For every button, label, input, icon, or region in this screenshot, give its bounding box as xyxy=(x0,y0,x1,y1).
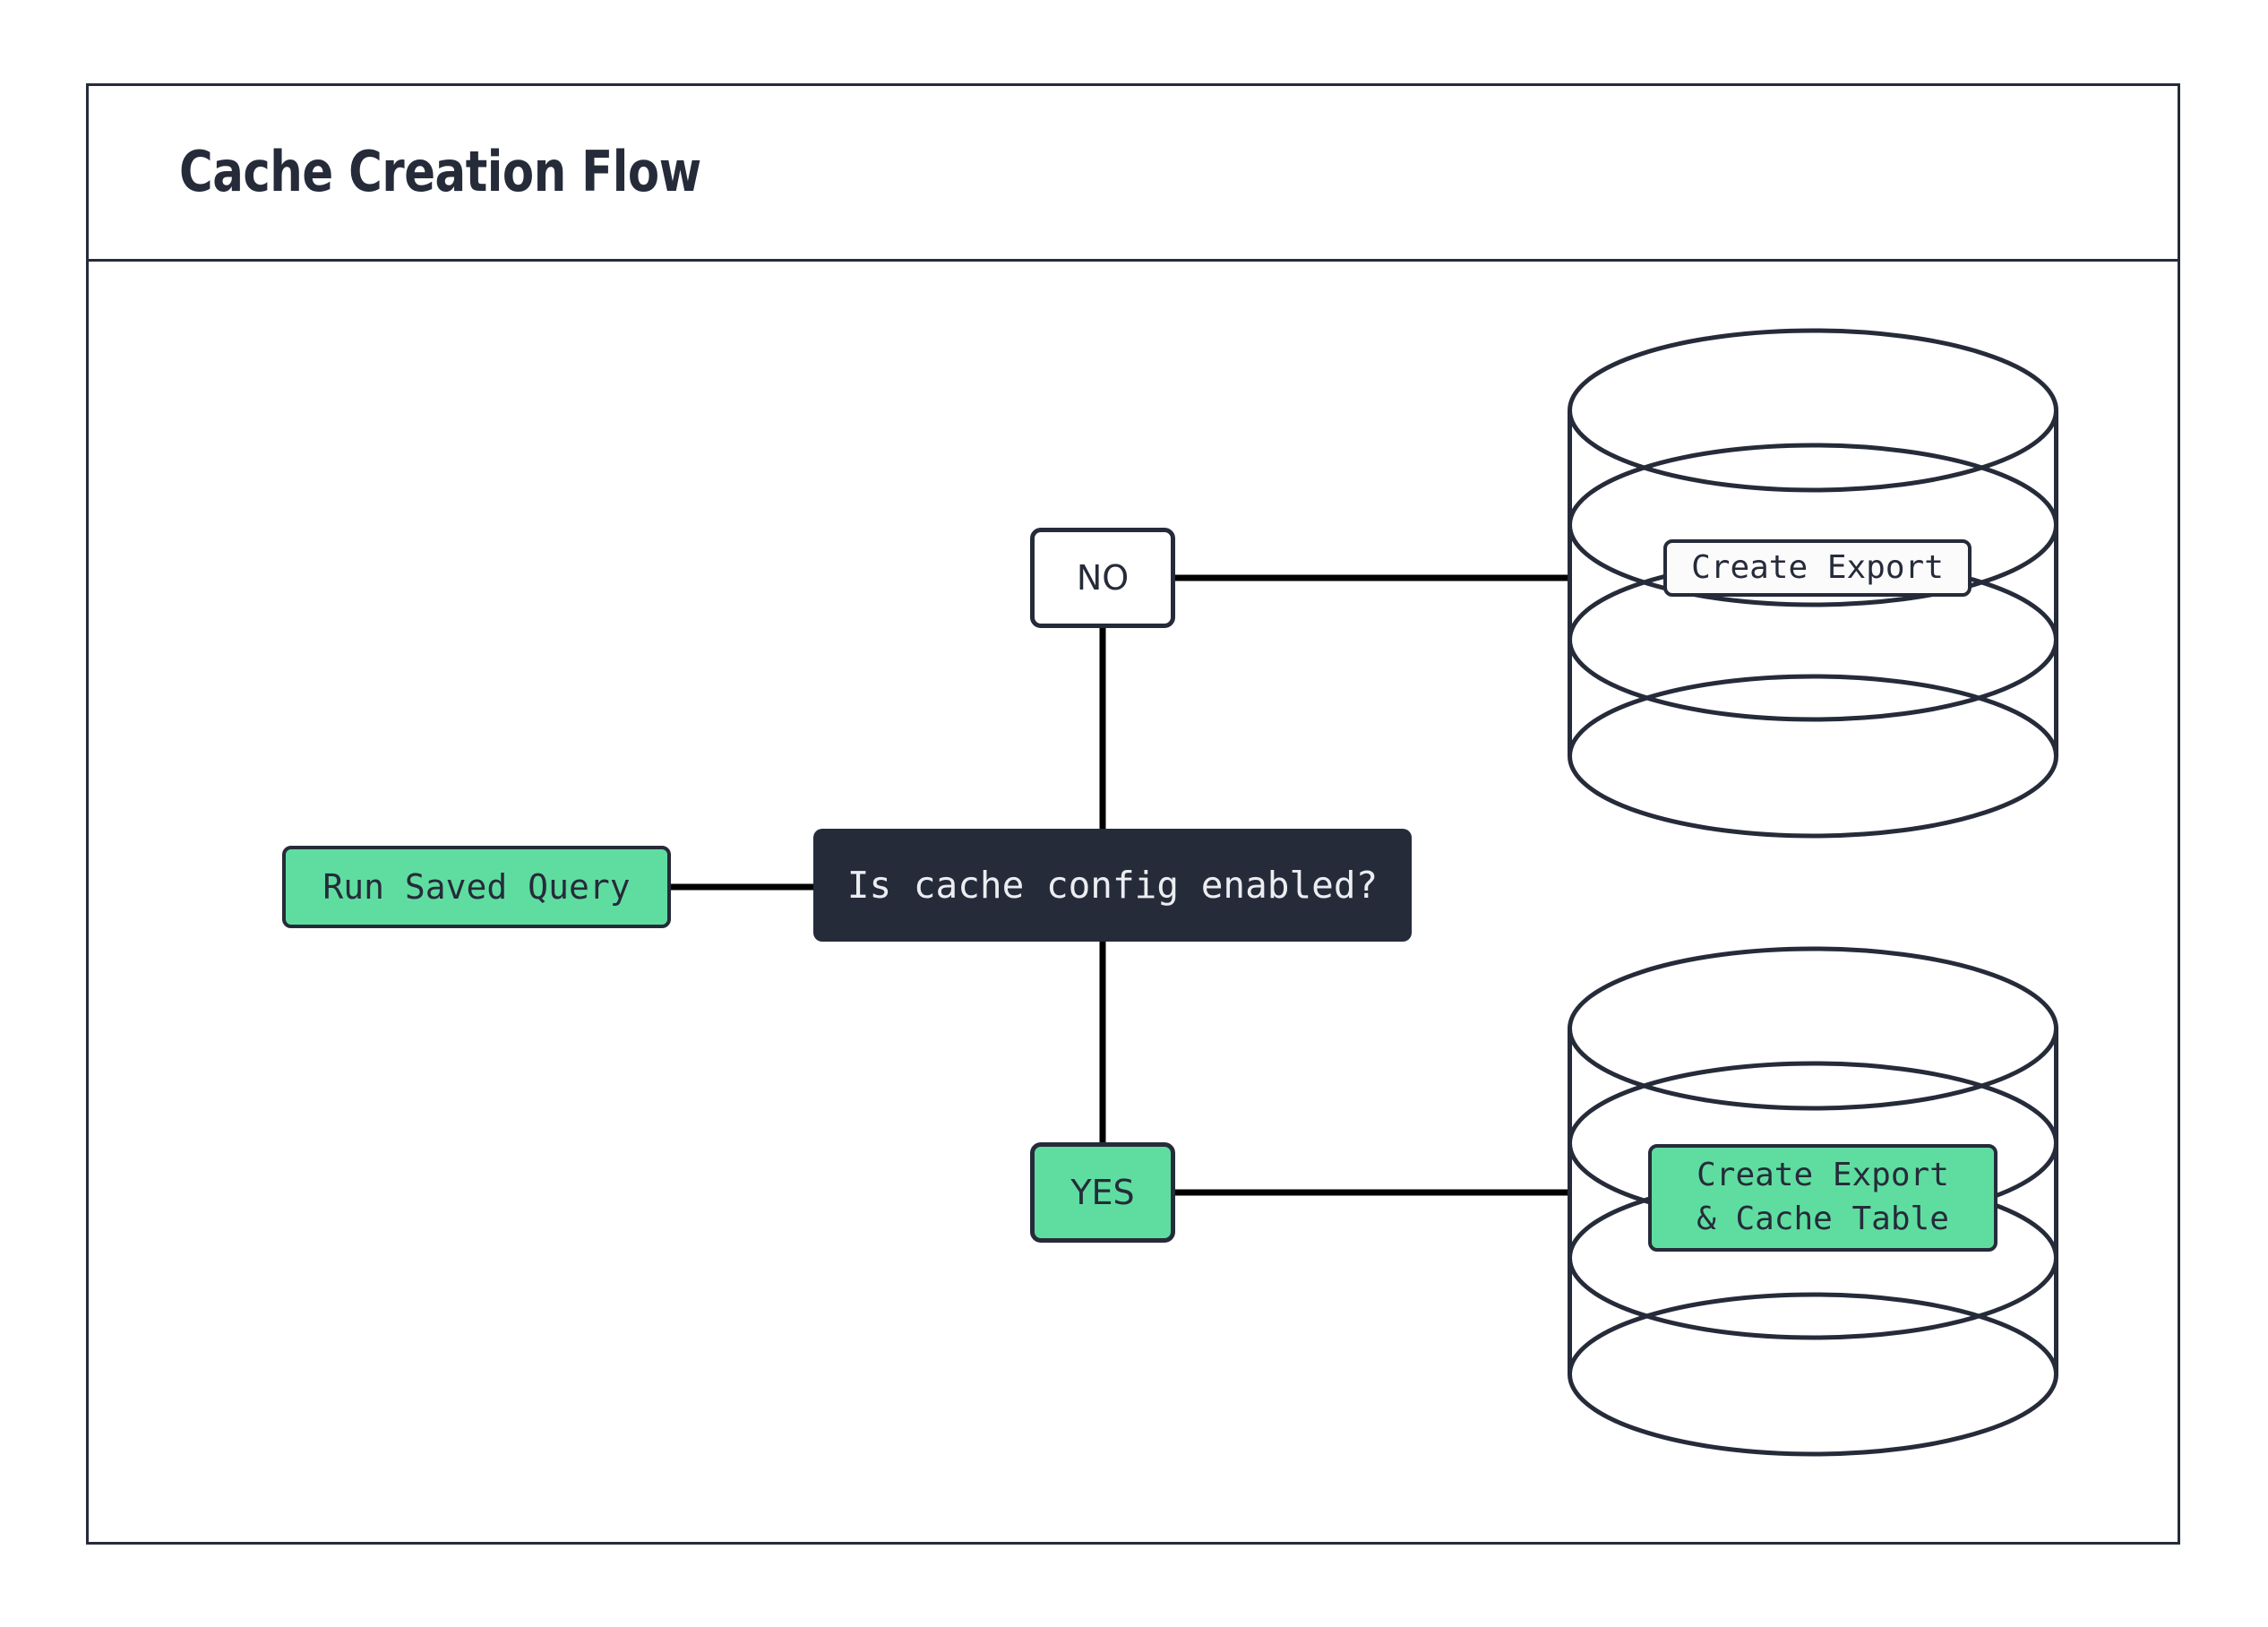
node-run-saved-query[interactable]: Run Saved Query xyxy=(282,846,671,928)
title-bar: Cache Creation Flow xyxy=(86,83,2180,262)
node-branch-no[interactable]: NO xyxy=(1030,528,1175,628)
cylinder-ring-4 xyxy=(1568,1292,2058,1457)
cylinder-ring-1 xyxy=(1568,946,2058,1111)
node-branch-yes[interactable]: YES xyxy=(1030,1142,1175,1243)
node-cache-config-decision[interactable]: Is cache config enabled? xyxy=(813,829,1412,942)
cylinder-ring-2 xyxy=(1568,443,2058,607)
node-db-create-export-label[interactable]: Create Export xyxy=(1663,539,1972,597)
cylinder-ring-1 xyxy=(1568,328,2058,493)
page-title: Cache Creation Flow xyxy=(179,138,701,204)
cylinder-ring-4 xyxy=(1568,674,2058,839)
node-db-create-export-cache-table-label[interactable]: Create Export & Cache Table xyxy=(1648,1144,1997,1252)
diagram-frame xyxy=(86,83,2180,1545)
